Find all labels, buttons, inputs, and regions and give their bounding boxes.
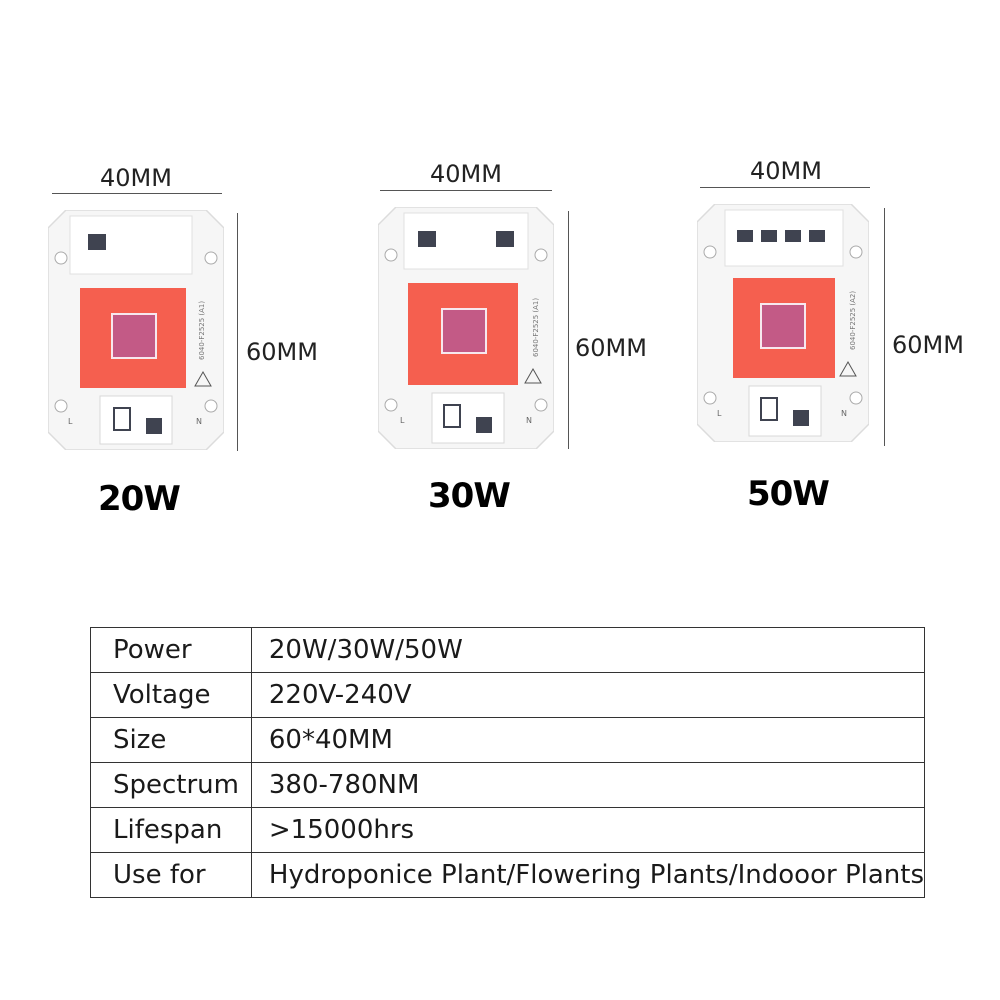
svg-text:6040-F2525 (A2): 6040-F2525 (A2) [849,291,857,350]
svg-text:L: L [400,416,405,425]
table-row: Size 60*40MM [90,717,926,763]
spec-key: Power [90,627,252,673]
svg-text:L: L [68,417,73,426]
table-row: Voltage 220V-240V [90,672,926,718]
width-dimension-line [52,193,222,194]
svg-text:N: N [841,409,847,418]
width-dimension-line [700,187,870,188]
cob-led-chip-50w: 6040-F2525 (A2) L N [697,204,869,442]
table-row: Lifespan >15000hrs [90,807,926,853]
spec-key: Size [90,717,252,763]
svg-text:N: N [526,416,532,425]
width-dimension-line [380,190,552,191]
height-dimension-line [237,213,238,451]
wattage-label: 30W [428,476,511,516]
height-dimension-label: 60MM [892,331,964,359]
width-dimension-label: 40MM [100,164,172,192]
height-dimension-line [568,211,569,449]
spec-key: Voltage [90,672,252,718]
spec-key: Use for [90,852,252,898]
height-dimension-label: 60MM [575,334,647,362]
svg-text:L: L [717,409,722,418]
cob-led-chip-20w: 6040-F2525 (A1) L N [48,210,224,450]
spec-value: 20W/30W/50W [250,627,926,673]
spec-value: 60*40MM [250,717,926,763]
spec-value: >15000hrs [250,807,926,853]
width-dimension-label: 40MM [750,157,822,185]
svg-text:6040-F2525 (A1): 6040-F2525 (A1) [532,298,540,357]
width-dimension-label: 40MM [430,160,502,188]
spec-value: 220V-240V [250,672,926,718]
cob-led-chip-30w: 6040-F2525 (A1) L N [378,207,554,449]
wattage-label: 20W [98,479,181,519]
table-row: Spectrum 380-780NM [90,762,926,808]
svg-text:6040-F2525 (A1): 6040-F2525 (A1) [198,301,206,360]
spec-value: Hydroponice Plant/Flowering Plants/Indoo… [250,852,926,898]
table-row: Use for Hydroponice Plant/Flowering Plan… [90,852,926,898]
spec-key: Lifespan [90,807,252,853]
spec-key: Spectrum [90,762,252,808]
table-row: Power 20W/30W/50W [90,627,926,673]
wattage-label: 50W [747,474,830,514]
svg-text:N: N [196,417,202,426]
height-dimension-line [884,208,885,446]
spec-value: 380-780NM [250,762,926,808]
specifications-table: Power 20W/30W/50W Voltage 220V-240V Size… [90,627,926,898]
height-dimension-label: 60MM [246,338,318,366]
